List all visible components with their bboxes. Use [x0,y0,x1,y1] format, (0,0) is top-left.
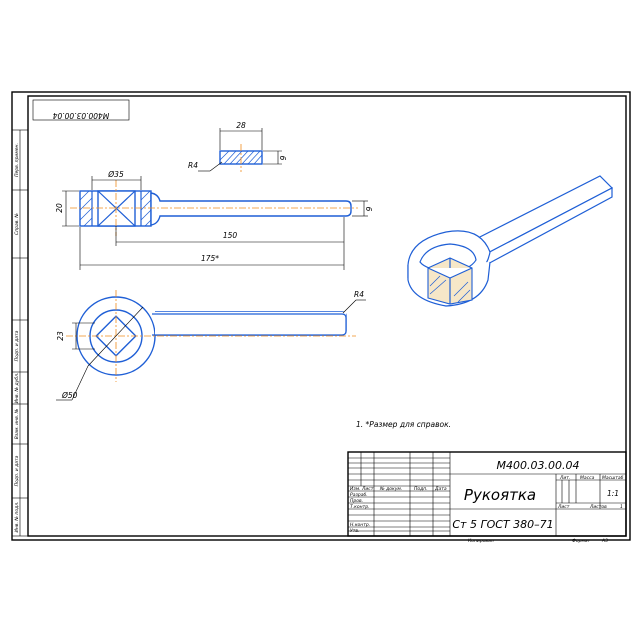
tb-col-doc: № докум. [379,486,402,492]
dim-9-label: 9 [365,206,374,211]
tb-row-developed: Разраб. [350,492,368,498]
tb-col-mass: Масса [580,475,595,481]
tb-col-date: Дата [434,486,447,492]
dim-r4-label: R4 [354,290,364,299]
tb-col-sign: Подп. [414,486,428,492]
side-label-5: Взам. инв. № [14,408,20,439]
tb-sheets-label: Листов [589,504,607,510]
dim-r4-top-label: R4 [188,161,198,170]
top-stamp-box [32,99,130,121]
side-label-7: Инв. № подл. [14,501,20,532]
tb-format-value: A3 [601,538,608,544]
handle-shank [150,192,352,226]
tb-copied: Копировал [468,538,494,544]
tb-scale: 1:1 [607,489,619,498]
tb-col-lit: Лит. [559,475,570,481]
tb-row-ncontrol: Н.контр. [350,522,370,528]
tb-material: Ст 5 ГОСТ 380–71 [452,518,553,531]
side-label-3: Подп. и дата [14,330,20,361]
top-view: 23 Ø50 R4 [56,290,366,401]
side-label-6: Подп. и дата [14,455,20,486]
side-label-2: Справ. № [14,213,20,235]
tb-col-sheet: Лист [361,486,374,492]
tb-row-tcontrol: Т.контр. [350,504,370,510]
tb-sheet-label: Лист [557,504,570,510]
tb-sheets-count: 1 [620,504,623,510]
tb-row-approved: Утв. [350,528,359,534]
dim-9-top-label: 9 [279,155,288,160]
side-label-1: Перв. примен. [14,143,20,177]
tb-col-change: Изм. [350,486,361,492]
tb-format-label: Формат [572,538,591,544]
dim-23-label: 23 [56,331,65,341]
tb-part-name: Рукоятка [464,486,536,504]
dim-20-label: 20 [55,203,64,213]
title-block: Изм. Лист № докум. Подп. Дата Разраб. Пр… [347,451,627,544]
dim-175-label: 175* [201,254,219,263]
top-stamp-text: М400.03.00.04 [52,111,109,120]
square-socket [95,315,137,357]
isometric-view [407,175,614,307]
dim-d35-label: Ø35 [107,170,124,179]
dim-d50-label: Ø50 [61,391,78,400]
front-view: Ø35 20 9 150 175* [55,170,374,270]
side-column: Перв. примен. Справ. № Подп. и дата Инв.… [11,129,29,537]
technical-note: 1. *Размер для справок. [356,420,451,429]
dim-28-label: 28 [236,121,246,130]
dim-150-label: 150 [223,231,238,240]
tb-col-scale: Масштаб [602,475,624,481]
side-label-4: Инв. № дубл. [14,373,20,404]
cross-section-detail: 28 9 R4 [188,121,288,172]
tb-row-checked: Пров. [350,498,363,504]
tb-designation: М400.03.00.04 [497,459,580,472]
